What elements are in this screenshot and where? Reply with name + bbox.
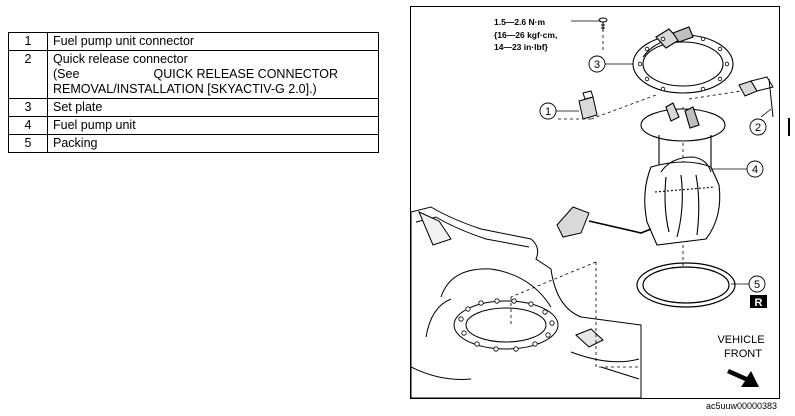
table-row: 4 Fuel pump unit — [8, 116, 379, 135]
callout-4: 4 — [746, 160, 764, 178]
table-row: 1 Fuel pump unit connector — [8, 32, 379, 51]
callout-2: 2 — [749, 118, 767, 136]
torque-spec-line: 1.5—2.6 N·m — [494, 17, 545, 27]
vehicle-front-label: FRONT — [724, 348, 762, 360]
fuel-pump-unit — [640, 102, 726, 246]
table-row: 2 Quick release connector (See QUICK REL… — [8, 50, 379, 99]
replace-badge-letter: R — [755, 297, 763, 309]
callout-3: 3 — [588, 55, 606, 73]
exploded-view-drawing: 1.5—2.6 N·m {16—26 kgf·cm, 14—23 in·lbf}… — [411, 17, 774, 398]
part-number: 3 — [8, 98, 48, 117]
part-name: Set plate — [53, 100, 103, 114]
part-description: Fuel pump unit — [47, 116, 379, 135]
fuel-tank — [411, 206, 642, 398]
part-description: Set plate — [47, 98, 379, 117]
table-row: 5 Packing — [8, 134, 379, 153]
callout-number: 5 — [754, 279, 760, 291]
part-number: 1 — [8, 32, 48, 51]
set-plate — [632, 26, 734, 94]
part-name: Quick release connector — [53, 52, 188, 66]
part-name: Fuel pump unit — [53, 118, 136, 132]
figure-id: ac5uuw00000383 — [706, 401, 778, 411]
part-name: Fuel pump unit connector — [53, 34, 195, 48]
callout-number: 4 — [752, 164, 758, 176]
callout-1: 1 — [539, 102, 557, 120]
callout-5: 5 — [748, 275, 766, 293]
quick-release-connector — [738, 76, 774, 118]
replace-badge: R — [750, 295, 767, 309]
reference-link[interactable]: QUICK RELEASE CONNECTOR — [153, 67, 338, 81]
vehicle-front-arrow-icon — [727, 369, 759, 387]
part-description: Fuel pump unit connector — [47, 32, 379, 51]
callout-number: 2 — [755, 122, 761, 134]
part-number: 5 — [8, 134, 48, 153]
vehicle-front-label: VEHICLE — [717, 334, 764, 346]
part-number: 2 — [8, 50, 48, 99]
pump-unit-connector — [578, 90, 598, 120]
callout-number: 1 — [545, 106, 551, 118]
part-name: Packing — [53, 136, 98, 150]
part-description: Packing — [47, 134, 379, 153]
fuel-level-sender — [556, 206, 652, 238]
packing-ring — [636, 262, 736, 308]
margin-mark — [788, 118, 790, 136]
callout-number: 3 — [594, 59, 600, 71]
part-number: 4 — [8, 116, 48, 135]
leader-lines — [556, 20, 772, 285]
exploded-view-figure: 1.5—2.6 N·m {16—26 kgf·cm, 14—23 in·lbf}… — [410, 6, 780, 399]
part-description: Quick release connector (See QUICK RELEA… — [47, 50, 379, 99]
reference-link-continued[interactable]: REMOVAL/INSTALLATION [SKYACTIV-G 2.0].) — [53, 82, 317, 96]
reference-line: (See QUICK RELEASE CONNECTOR — [53, 67, 338, 82]
parts-table: 1 Fuel pump unit connector 2 Quick relea… — [8, 32, 379, 153]
reference-see: (See — [53, 67, 80, 81]
plate-holes — [637, 36, 730, 92]
tank-bolts — [458, 298, 555, 352]
torque-spec-line: 14—23 in·lbf} — [494, 42, 549, 52]
bolt — [598, 17, 608, 31]
torque-spec-line: {16—26 kgf·cm, — [494, 30, 557, 40]
table-row: 3 Set plate — [8, 98, 379, 117]
